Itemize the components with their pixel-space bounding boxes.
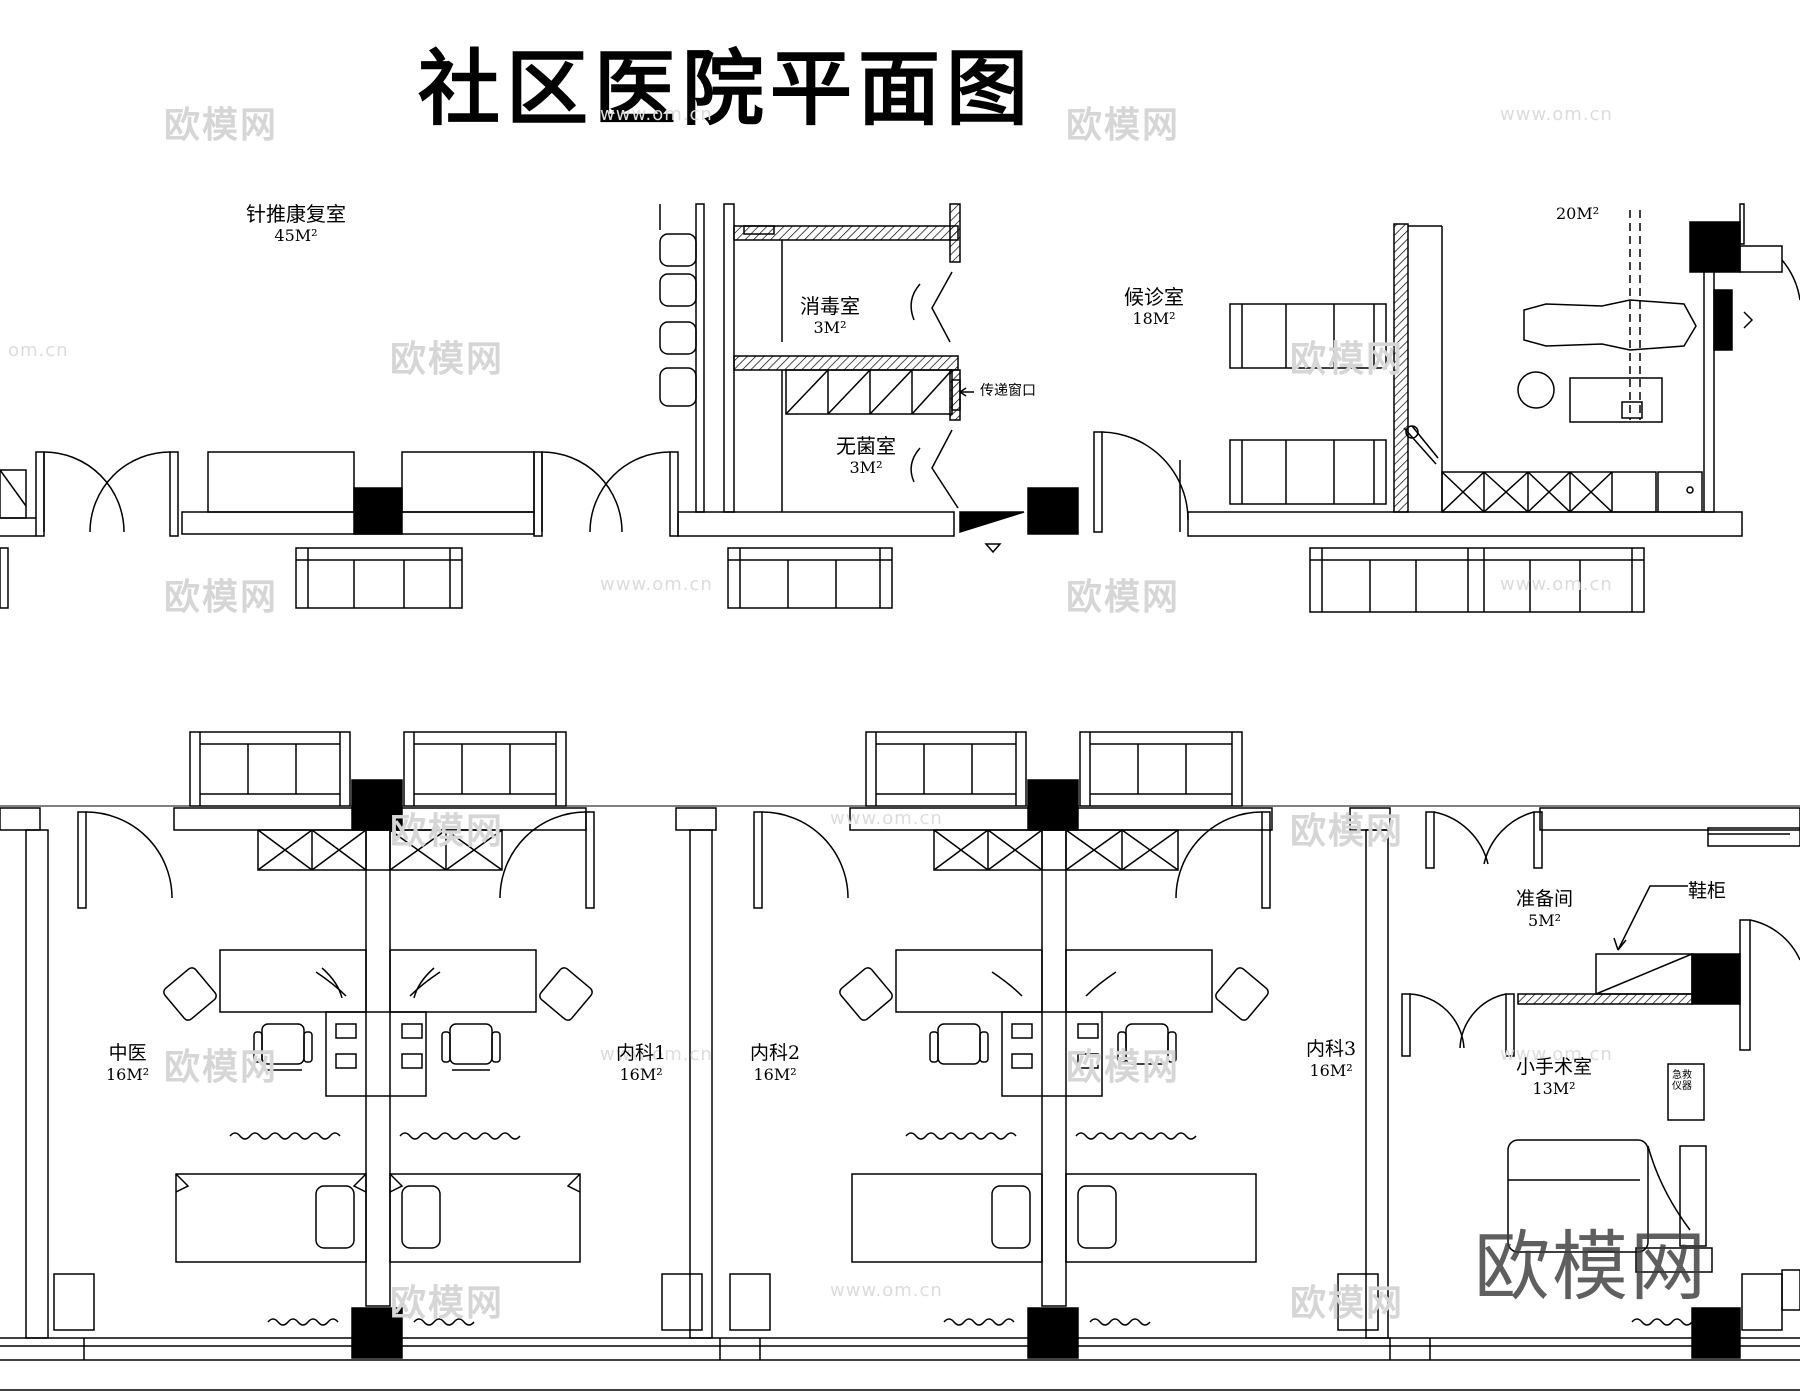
pass-window-label: 传递窗口 [980,383,1036,399]
watermark-brand: 欧模网 [1066,577,1181,618]
watermark-brand-large: 欧模网 [1474,1222,1708,1311]
watermark-url: om.cn [8,340,69,361]
watermark-brand: 欧模网 [390,339,505,380]
shoe-cabinet-label: 鞋柜 [1688,880,1727,902]
room-label-internal-2: 内科2 16M² [750,1042,800,1086]
emergency-device-label: 急救仪器 [1672,1070,1692,1092]
room-area: 16M² [753,1065,797,1084]
room-label-prep: 准备间 5M² [1516,888,1573,932]
room-label-internal-1: 内科1 16M² [616,1042,666,1086]
watermark-brand: 欧模网 [390,811,505,852]
room-area: 13M² [1532,1079,1576,1098]
room-label-internal-3: 内科3 16M² [1306,1038,1356,1082]
room-name: 内科3 [1306,1038,1357,1060]
watermark-brand: 欧模网 [1290,1283,1405,1324]
watermark-url: www.om.cn [830,808,943,829]
room-name: 无菌室 [836,434,896,458]
room-area-dental: 20M² [1556,204,1600,223]
room-area: 16M² [106,1065,150,1084]
watermark-url: www.om.cn [1500,1044,1613,1065]
watermark-brand: 欧模网 [164,105,279,146]
room-name: 中医 [108,1042,147,1064]
room-label-tcm: 中医 16M² [106,1042,149,1086]
room-area: 3M² [849,458,883,477]
room-area: 16M² [1309,1061,1353,1080]
watermark-brand: 欧模网 [1290,811,1405,852]
room-area: 5M² [1528,911,1561,930]
room-label-minor-surgery: 小手术室 13M² [1516,1056,1592,1100]
page-title: 社区医院平面图 [418,42,1035,137]
room-label-sterile: 无菌室 3M² [836,435,896,479]
room-area: 16M² [619,1065,663,1084]
watermark-brand: 欧模网 [1066,1047,1181,1088]
room-label-acupuncture: 针推康复室 45M² [246,203,346,247]
room-name: 候诊室 [1124,285,1184,309]
room-label-waiting: 候诊室 18M² [1124,286,1184,330]
room-area: 3M² [813,318,847,337]
room-name: 消毒室 [800,294,860,318]
watermark-brand: 欧模网 [164,577,279,618]
watermark-brand: 欧模网 [1290,339,1405,380]
watermark-brand: 欧模网 [1066,105,1181,146]
watermark-url: www.om.cn [1500,574,1613,595]
room-name: 内科2 [750,1042,801,1064]
room-name: 内科1 [616,1042,667,1064]
watermark-url: www.om.cn [600,574,713,595]
room-name: 准备间 [1516,888,1574,910]
room-name: 小手术室 [1516,1056,1593,1078]
watermark-brand: 欧模网 [164,1047,279,1088]
watermark-url: www.om.cn [830,1280,943,1301]
room-area: 18M² [1132,309,1176,328]
watermark-brand: 欧模网 [390,1283,505,1324]
watermark-url: www.om.cn [600,104,713,125]
watermark-url: www.om.cn [1500,104,1613,125]
room-label-disinfection: 消毒室 3M² [800,295,860,339]
room-area: 45M² [274,226,318,245]
room-name: 针推康复室 [246,202,346,226]
watermark-url: www.om.cn [600,1044,713,1065]
